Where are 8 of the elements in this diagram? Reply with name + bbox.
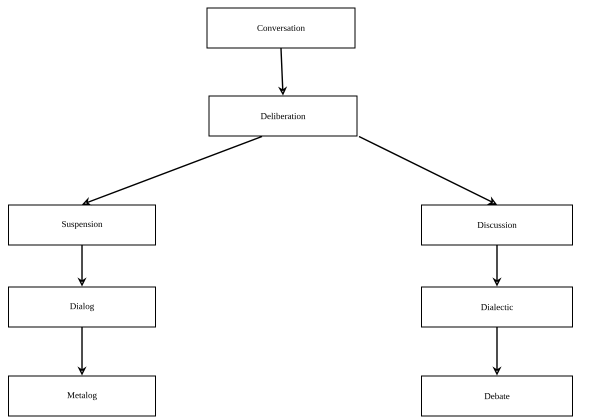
process-box: Debate <box>421 376 573 416</box>
process-box: Metalog <box>8 376 156 416</box>
process-box: Deliberation <box>208 96 358 136</box>
process-box: Dialectic <box>421 286 573 328</box>
process-box: Dialog <box>8 286 156 328</box>
process-box: Conversation <box>206 8 356 48</box>
process-box: Discussion <box>421 204 573 246</box>
process-box: Suspension <box>8 204 156 246</box>
